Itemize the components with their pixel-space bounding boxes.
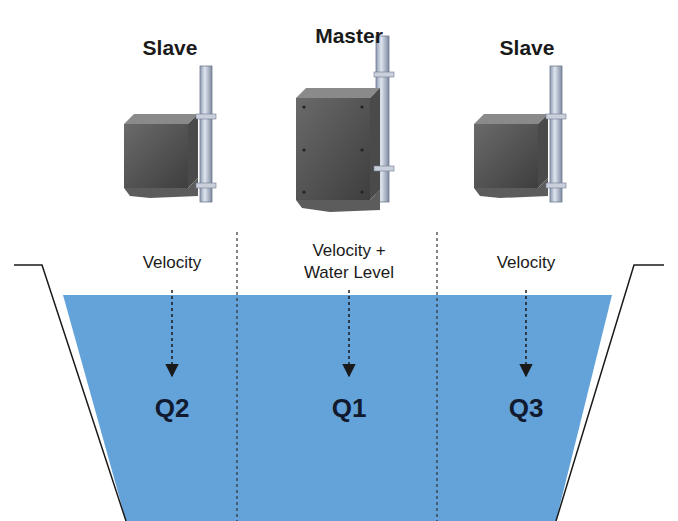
flow-arrow bbox=[348, 290, 350, 376]
right-bank bbox=[556, 265, 664, 521]
flow-label: Q1 bbox=[309, 392, 389, 426]
measure-label: Velocity bbox=[117, 252, 227, 274]
water-body bbox=[63, 295, 612, 521]
master-sensor bbox=[296, 36, 394, 212]
left-bank bbox=[14, 265, 126, 521]
measure-label: Velocity + Water Level bbox=[290, 240, 408, 284]
flow-label: Q3 bbox=[486, 392, 566, 426]
slave-sensor bbox=[124, 66, 216, 202]
section-divider bbox=[236, 232, 237, 521]
measure-label: Velocity bbox=[471, 252, 581, 274]
flow-arrow bbox=[525, 290, 527, 376]
slave-sensor bbox=[474, 66, 566, 202]
section-divider bbox=[436, 232, 437, 521]
role-label: Slave bbox=[467, 34, 587, 61]
flow-label: Q2 bbox=[132, 392, 212, 426]
flow-arrow bbox=[171, 290, 173, 376]
role-label: Slave bbox=[110, 34, 230, 61]
role-label: Master bbox=[289, 22, 409, 49]
